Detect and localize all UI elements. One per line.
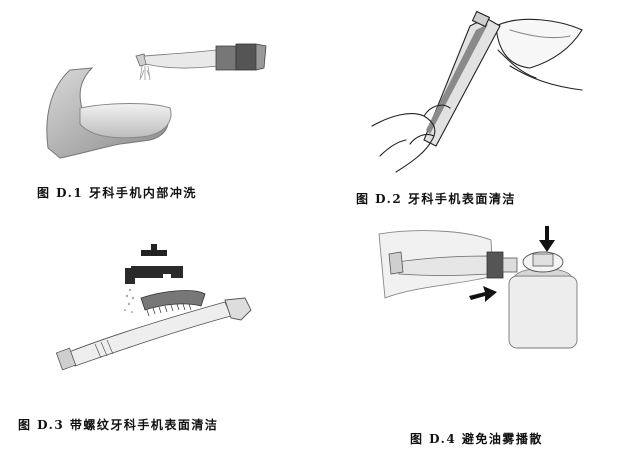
figure-d3-illustration — [55, 232, 255, 382]
figure-d4-illustration — [375, 222, 585, 352]
figure-d1-illustration — [40, 8, 280, 173]
figure-d2-caption: 图 D.2 牙科手机表面清洁 — [356, 192, 516, 206]
figure-d2-illustration — [360, 6, 590, 176]
figure-d4-caption: 图 D.4 避免油雾播散 — [410, 432, 543, 446]
figure-d3-caption: 图 D.3 带螺纹牙科手机表面清洁 — [18, 418, 219, 432]
figure-d1-caption: 图 D.1 牙科手机内部冲洗 — [37, 186, 197, 200]
